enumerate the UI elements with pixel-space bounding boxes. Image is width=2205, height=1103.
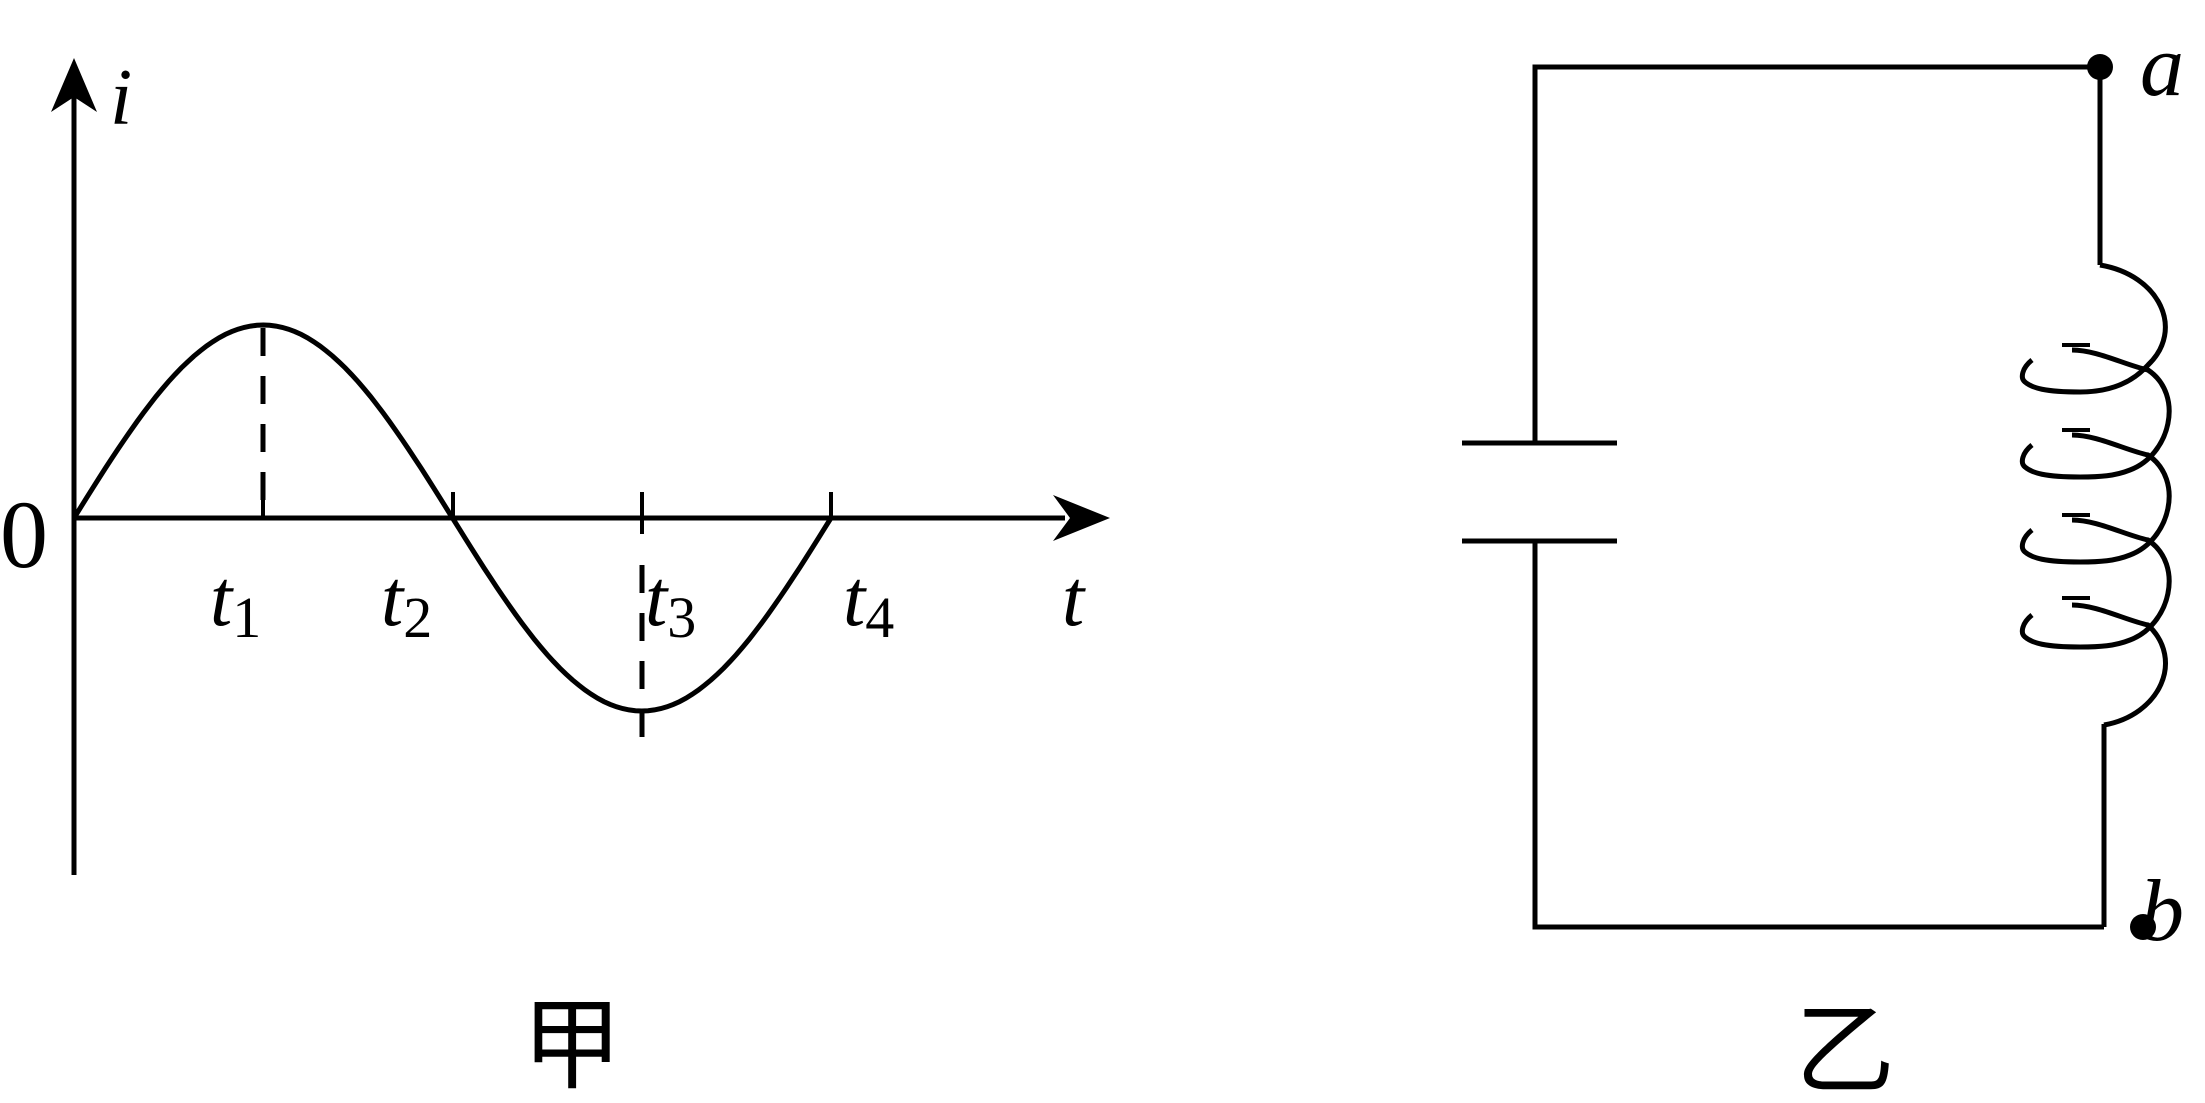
y-axis-arrow <box>51 58 97 112</box>
origin-label: 0 <box>0 481 48 588</box>
coil-turn-2-back <box>2019 443 2081 480</box>
panel-label-yi: 乙 <box>1795 996 1895 1103</box>
coil-turn-3-front <box>2071 432 2172 565</box>
coil-turn-3-back <box>2019 528 2081 565</box>
terminal-a-label: a <box>2140 18 2184 115</box>
wire-bottom <box>1532 540 2104 930</box>
current-sine-curve <box>71 322 834 714</box>
terminal-b-dot <box>2130 914 2156 940</box>
coil-turn-1-back <box>2019 358 2081 395</box>
y-axis-label: i <box>110 54 132 142</box>
x-axis-label: t <box>1062 555 1086 643</box>
wire-top <box>1532 64 2100 442</box>
coil-turn-5 <box>2071 602 2168 728</box>
label-t4: t4 <box>843 555 894 650</box>
label-t1: t1 <box>210 555 261 650</box>
label-t3: t3 <box>645 555 696 650</box>
coil-turn-1-front <box>2079 262 2168 395</box>
label-t2: t2 <box>381 555 432 650</box>
x-axis-arrow <box>1053 495 1110 541</box>
inductor-coil <box>2019 262 2172 728</box>
lc-circuit: a b 乙 <box>1462 18 2184 1103</box>
current-time-graph: i t 0 t1 t2 t3 t4 甲 <box>0 54 1110 1102</box>
coil-turn-4-front <box>2071 517 2172 650</box>
terminal-b-label: b <box>2140 863 2184 960</box>
coil-turn-2-front <box>2071 347 2172 480</box>
coil-turn-4-back <box>2019 613 2081 650</box>
terminal-a-dot <box>2087 54 2113 80</box>
panel-label-jia: 甲 <box>522 991 622 1102</box>
